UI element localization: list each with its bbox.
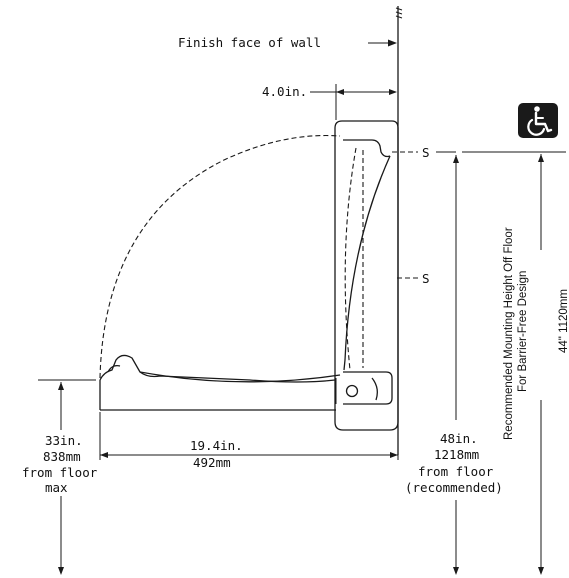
changing-table-open xyxy=(99,354,341,411)
width-mm-label: 492mm xyxy=(193,455,231,470)
swing-arc xyxy=(99,135,341,379)
rec-note-label: (recommended) xyxy=(405,480,503,495)
s-marker-top: S xyxy=(392,145,456,160)
s-marker-mid: S xyxy=(397,271,430,286)
max-note-label: max xyxy=(45,480,68,495)
rec-mm-label: 1218mm xyxy=(434,447,479,462)
wall-line xyxy=(395,6,403,455)
wall-arrow xyxy=(368,39,397,47)
rec-in-label: 48in. xyxy=(440,431,478,446)
depth-dimension xyxy=(310,84,397,120)
svg-text:S: S xyxy=(422,145,430,160)
max-mm-label: 838mm xyxy=(43,449,81,464)
recommended-height-dimension xyxy=(453,155,459,575)
wheelchair-icon xyxy=(518,103,558,138)
side-title-line1: Recommended Mounting Height Off Floor xyxy=(503,227,515,440)
height-label: 44" 1120mm xyxy=(558,289,569,353)
width-in-label: 19.4in. xyxy=(190,438,243,453)
width-dimension xyxy=(99,412,399,460)
max-in-label: 33in. xyxy=(45,433,83,448)
changing-station-body xyxy=(334,120,399,431)
reference-height-dimension xyxy=(462,151,566,575)
svg-text:S: S xyxy=(422,271,430,286)
max-height-dimension xyxy=(38,379,96,575)
wall-label: Finish face of wall xyxy=(178,35,321,50)
max-from-label: from floor xyxy=(22,465,98,480)
rec-from-label: from floor xyxy=(418,464,494,479)
side-title-line2: For Barrier-Free Design xyxy=(517,271,529,392)
depth-label: 4.0in. xyxy=(262,84,307,99)
